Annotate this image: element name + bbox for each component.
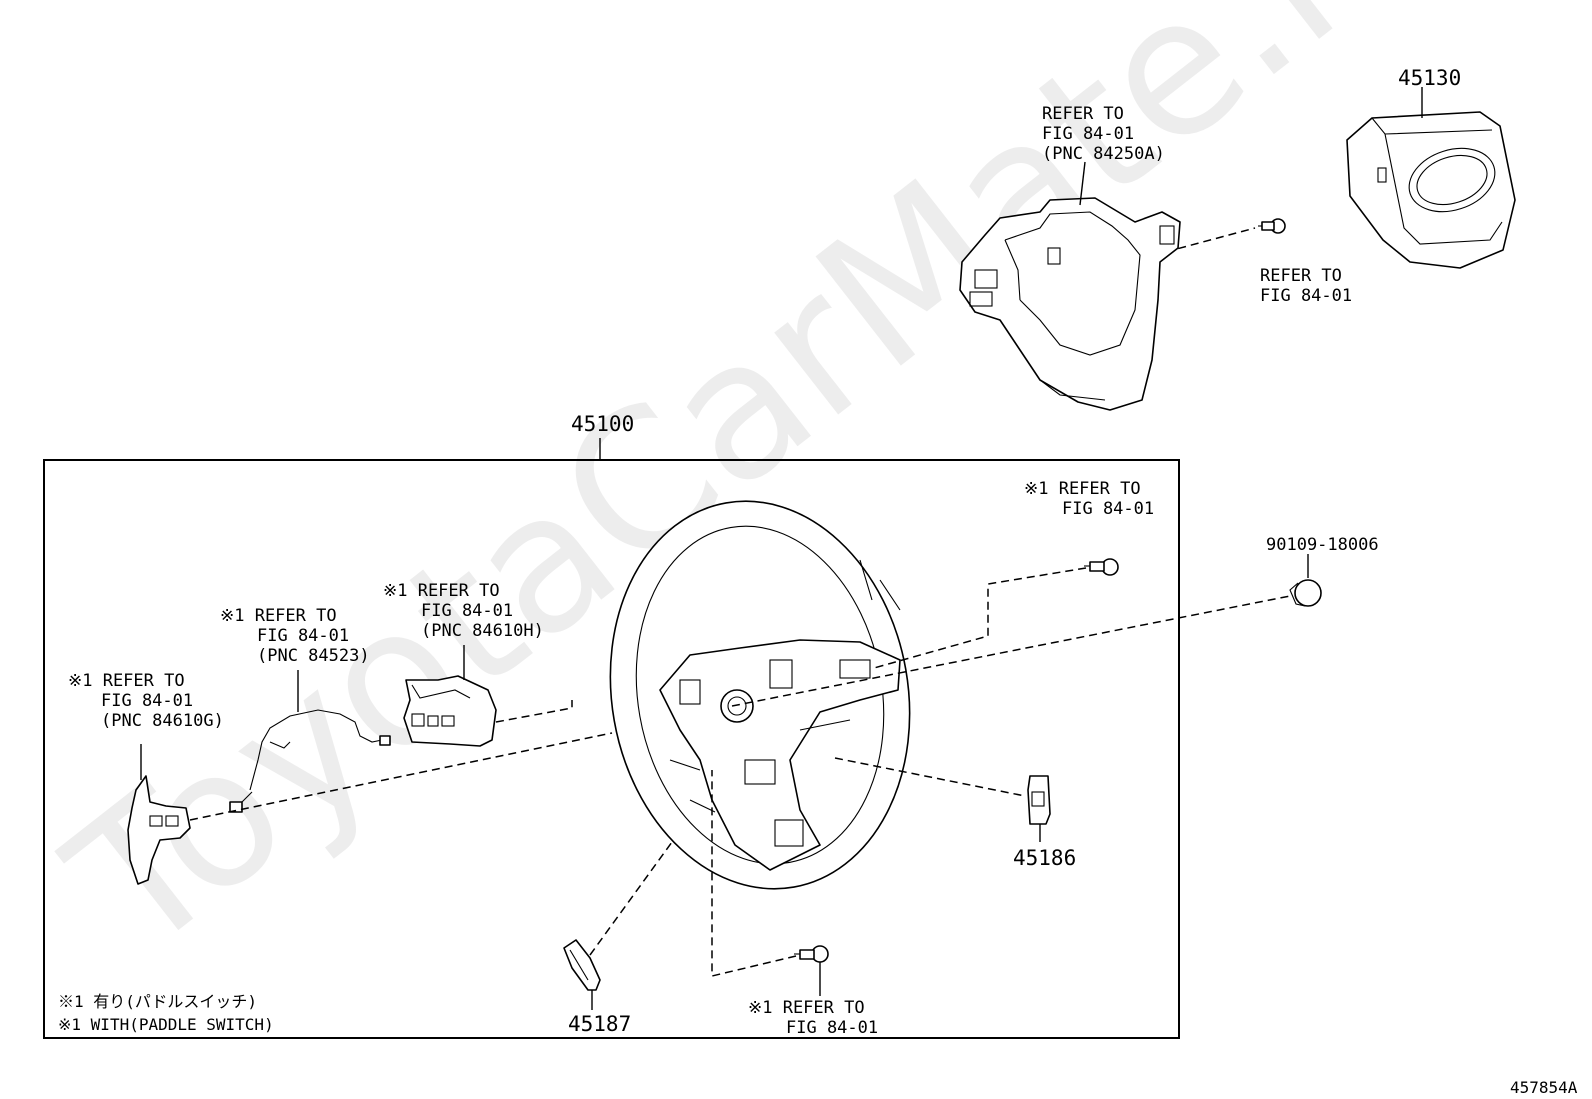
screw-top (1258, 218, 1286, 234)
part-number-90109-18006: 90109-18006 (1266, 535, 1379, 555)
screw-right (1084, 558, 1119, 576)
svg-text:FIG 84-01: FIG 84-01 (1062, 499, 1154, 519)
airbag-pad-45130 (1346, 111, 1516, 269)
ref-wire: ※1 REFER TO FIG 84-01 (PNC 84523) (220, 606, 370, 666)
svg-text:※1 REFER TO: ※1 REFER TO (383, 581, 500, 601)
ref-paddle-h: ※1 REFER TO FIG 84-01 (PNC 84610H) (383, 581, 544, 641)
svg-text:※1 REFER TO: ※1 REFER TO (748, 998, 865, 1018)
part-45187 (563, 939, 601, 991)
svg-text:※1 WITH(PADDLE SWITCH): ※1 WITH(PADDLE SWITCH) (58, 1015, 274, 1034)
svg-text:FIG 84-01: FIG 84-01 (786, 1018, 878, 1038)
svg-text:FIG 84-01: FIG 84-01 (101, 691, 193, 711)
dash-plug (731, 595, 1291, 707)
screw-bottom (794, 945, 829, 963)
part-number-45186: 45186 (1013, 846, 1076, 870)
paddle-switch-84610H (403, 675, 497, 747)
svg-text:(PNC 84523): (PNC 84523) (257, 646, 370, 666)
part-number-45100: 45100 (571, 412, 634, 436)
dash-paddle-g (189, 732, 613, 821)
svg-text:※1 REFER TO: ※1 REFER TO (1024, 479, 1141, 499)
svg-text:FIG 84-01: FIG 84-01 (421, 601, 513, 621)
svg-text:FIG 84-01: FIG 84-01 (1260, 286, 1352, 306)
svg-text:※1 REFER TO: ※1 REFER TO (220, 606, 337, 626)
part-number-45130: 45130 (1398, 66, 1461, 90)
ref-paddle-g: ※1 REFER TO FIG 84-01 (PNC 84610G) (68, 671, 224, 731)
dash-right-screw (873, 567, 1087, 669)
dash-45187 (589, 841, 673, 956)
dash-45186 (834, 757, 1026, 797)
paddle-switch-84610G (127, 775, 191, 885)
plug-90109-18006 (1289, 579, 1322, 607)
steering-wheel (609, 500, 911, 890)
part-45186 (1027, 775, 1051, 825)
svg-text:(PNC 84610H): (PNC 84610H) (421, 621, 544, 641)
dash-paddle-h (495, 700, 573, 723)
ref-screw-bottom: ※1 REFER TO FIG 84-01 (748, 998, 878, 1038)
part-number-45187: 45187 (568, 1012, 631, 1036)
svg-text:FIG 84-01: FIG 84-01 (1042, 124, 1134, 144)
ref-top-screw: REFER TO FIG 84-01 (1260, 266, 1352, 306)
footnotes: ※1 有り(パドルスイッチ) ※1 WITH(PADDLE SWITCH) (58, 992, 274, 1034)
assembly-frame (43, 459, 1180, 1039)
leader-84250A (1079, 161, 1086, 206)
figure-code: 457854A (1510, 1078, 1578, 1097)
svg-text:REFER TO: REFER TO (1260, 266, 1342, 286)
svg-text:(PNC 84610G): (PNC 84610G) (101, 711, 224, 731)
svg-text:(PNC 84250A): (PNC 84250A) (1042, 144, 1165, 164)
svg-text:※1 REFER TO: ※1 REFER TO (68, 671, 185, 691)
dash-screw-bottom (711, 770, 797, 977)
steering-switch-84250A (959, 197, 1181, 411)
svg-text:FIG 84-01: FIG 84-01 (257, 626, 349, 646)
svg-text:※1 有り(パドルスイッチ): ※1 有り(パドルスイッチ) (58, 992, 257, 1011)
svg-text:REFER TO: REFER TO (1042, 104, 1124, 124)
ref-top-switch: REFER TO FIG 84-01 (PNC 84250A) (1042, 104, 1165, 164)
wire-harness-84523 (229, 709, 391, 813)
dash-top-screw (1127, 227, 1256, 263)
ref-screw-right: ※1 REFER TO FIG 84-01 (1024, 479, 1154, 519)
